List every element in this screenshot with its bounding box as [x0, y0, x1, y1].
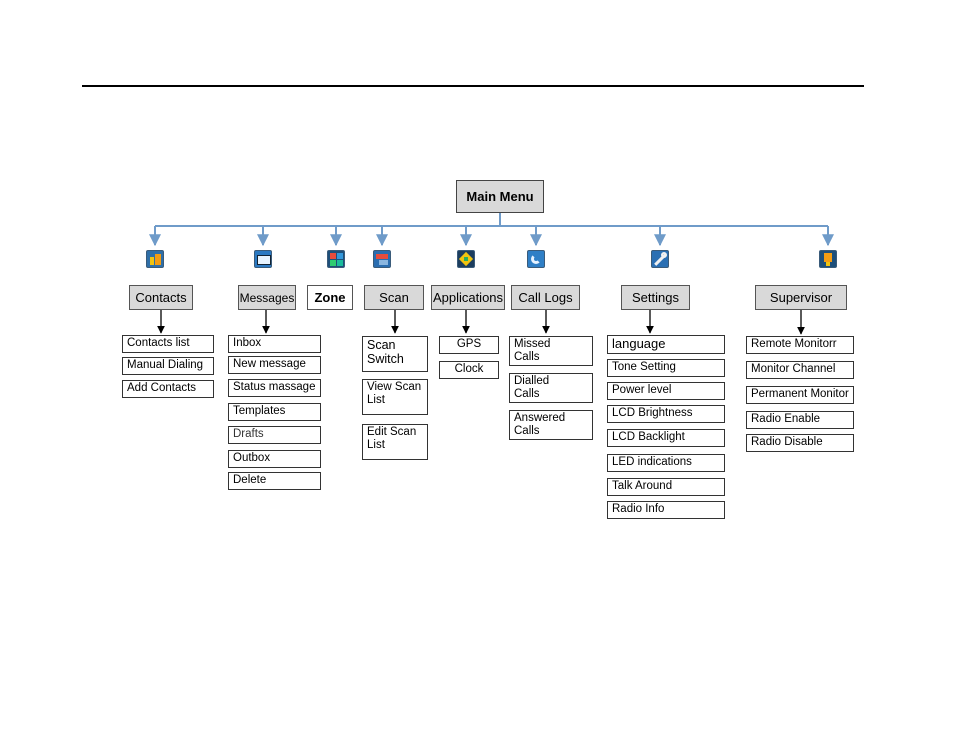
- menu-item-lcd-brightness: LCD Brightness: [607, 405, 725, 423]
- menu-item-contacts-list: Contacts list: [122, 335, 214, 353]
- menu-item-lcd-backlight: LCD Backlight: [607, 429, 725, 447]
- menu-item-outbox: Outbox: [228, 450, 321, 468]
- menu-item-clock: Clock: [439, 361, 499, 379]
- category-messages: Messages: [238, 285, 296, 310]
- menu-item-radio-info: Radio Info: [607, 501, 725, 519]
- cube-icon: [457, 250, 475, 268]
- menu-item-manual-dialing: Manual Dialing: [122, 357, 214, 375]
- menu-item-new-message: New message: [228, 356, 321, 374]
- category-applications: Applications: [431, 285, 505, 310]
- menu-item-radio-disable: Radio Disable: [746, 434, 854, 452]
- envelope-icon: [254, 250, 272, 268]
- menu-item-delete-message: Delete message: [228, 472, 321, 490]
- scan-icon: [373, 250, 391, 268]
- menu-item-language: language: [607, 335, 725, 354]
- menu-item-edit-scan-list: Edit Scan List: [362, 424, 428, 460]
- menu-item-view-scan-list: View Scan List: [362, 379, 428, 415]
- phone-icon: [527, 250, 545, 268]
- category-zone: Zone: [307, 285, 353, 310]
- menu-item-gps: GPS: [439, 336, 499, 354]
- menu-item-power-level: Power level: [607, 382, 725, 400]
- supervisor-icon: [819, 250, 837, 268]
- category-call-logs: Call Logs: [511, 285, 580, 310]
- menu-item-led-indications: LED indications: [607, 454, 725, 472]
- menu-item-missed-calls: Missed Calls: [509, 336, 593, 366]
- header-rule: [82, 85, 864, 87]
- zone-grid-icon: [327, 250, 345, 268]
- menu-item-dialled-calls: Dialled Calls: [509, 373, 593, 403]
- category-scan: Scan: [364, 285, 424, 310]
- menu-item-inbox: Inbox: [228, 335, 321, 353]
- menu-item-permanent-monitor: Permanent Monitor: [746, 386, 854, 404]
- menu-item-scan-switch: Scan Switch: [362, 336, 428, 372]
- category-settings: Settings: [621, 285, 690, 310]
- menu-item-talk-around: Talk Around: [607, 478, 725, 496]
- menu-item-monitor-channel: Monitor Channel: [746, 361, 854, 379]
- menu-item-add-contacts: Add Contacts: [122, 380, 214, 398]
- main-menu-box: Main Menu: [456, 180, 544, 213]
- category-contacts: Contacts: [129, 285, 193, 310]
- menu-item-answered-calls: Answered Calls: [509, 410, 593, 440]
- menu-item-tone-setting: Tone Setting: [607, 359, 725, 377]
- menu-item-status-message: Status massage: [228, 379, 321, 397]
- menu-item-templates: Templates: [228, 403, 321, 421]
- menu-item-drafts: Drafts: [228, 426, 321, 444]
- menu-item-remote-monitor: Remote Monitorr: [746, 336, 854, 354]
- category-supervisor: Supervisor: [755, 285, 847, 310]
- contacts-icon: [146, 250, 164, 268]
- wrench-icon: [651, 250, 669, 268]
- menu-item-radio-enable: Radio Enable: [746, 411, 854, 429]
